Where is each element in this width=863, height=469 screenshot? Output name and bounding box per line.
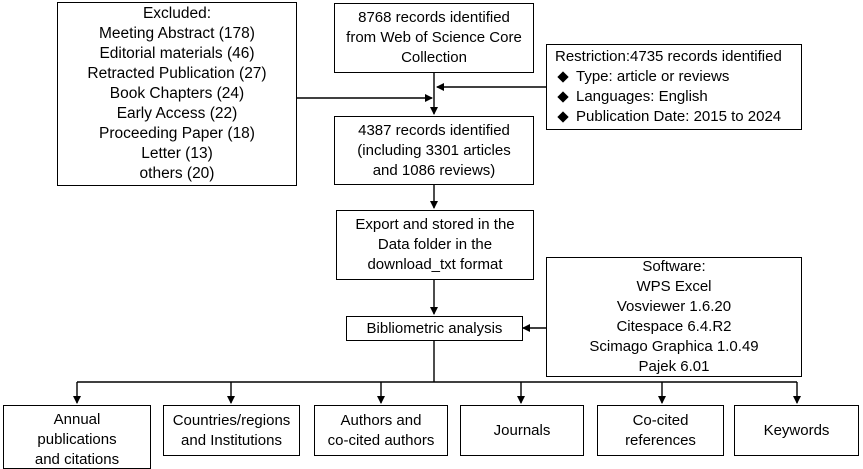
diamond-bullet-icon [557,111,569,123]
software-item: WPS Excel [636,278,712,295]
export-line: Export and stored in the [355,216,515,233]
restriction-item-label: Publication Date: 2015 to 2024 [576,108,782,125]
identified-line: 4387 records identified [358,121,510,139]
software-item: Citespace 6.4.R2 [616,318,732,335]
output-line: Annual [53,411,101,428]
export-line: Data folder in the [377,236,493,253]
excluded-item: Editorial materials (46) [99,45,255,62]
analysis-label: Bibliometric analysis [366,319,503,337]
excluded-box: Excluded: Meeting Abstract (178) Editori… [57,2,297,186]
software-item: Vosviewer 1.6.20 [616,298,732,315]
software-item: Pajek 6.01 [638,358,710,375]
diamond-bullet-icon [557,71,569,83]
output-line: and citations [34,451,120,468]
output-line: publications [37,431,117,448]
wos-records-box: 8768 records identified from Web of Scie… [334,3,534,73]
output-box-authors: Authors and co-cited authors [314,405,448,456]
export-line: download_txt format [367,256,503,273]
diamond-bullet-icon [557,91,569,103]
excluded-item: Proceeding Paper (18) [99,125,255,142]
output-line: Countries/regions [172,411,291,429]
export-box: Export and stored in the Data folder in … [336,210,534,280]
output-line: references [625,431,696,449]
restriction-item-label: Type: article or reviews [576,68,730,85]
excluded-item: Early Access (22) [116,105,238,122]
output-box-annual: Annual publications and citations [3,405,151,469]
output-box-countries: Countries/regions and Institutions [163,405,300,456]
wos-line: from Web of Science Core [346,29,522,46]
restriction-title: Restriction:4735 records identified [555,48,782,65]
bibliometric-analysis-box: Bibliometric analysis [346,316,523,341]
restriction-item: Languages: English [555,87,708,107]
restriction-item: Publication Date: 2015 to 2024 [555,107,781,127]
output-box-journals: Journals [460,405,584,456]
output-line: Co-cited [632,411,689,429]
restriction-item-label: Languages: English [576,88,708,105]
excluded-title: Excluded: [142,5,212,22]
wos-line: Collection [401,49,467,66]
output-box-cocited: Co-cited references [597,405,724,456]
excluded-item: Book Chapters (24) [109,85,245,102]
output-line: Journals [493,421,551,439]
restriction-box: Restriction:4735 records identified Type… [546,44,802,130]
wos-line: 8768 records identified [358,9,510,26]
excluded-item: Letter (13) [141,145,213,162]
software-item: Scimago Graphica 1.0.49 [589,338,759,355]
excluded-item: Retracted Publication (27) [87,65,267,82]
excluded-item: Meeting Abstract (178) [99,25,255,42]
output-line: Keywords [763,421,830,439]
identified-records-box: 4387 records identified (including 3301 … [334,116,534,185]
software-title: Software: [642,258,706,275]
output-line: co-cited authors [327,431,435,449]
software-box: Software: WPS Excel Vosviewer 1.6.20 Cit… [546,257,802,377]
output-line: and Institutions [181,431,282,449]
output-box-keywords: Keywords [734,405,859,456]
identified-line: and 1086 reviews) [372,161,496,179]
output-line: Authors and [340,411,422,429]
identified-line: (including 3301 articles [357,141,511,159]
excluded-item: others (20) [139,165,215,182]
restriction-item: Type: article or reviews [555,67,729,87]
